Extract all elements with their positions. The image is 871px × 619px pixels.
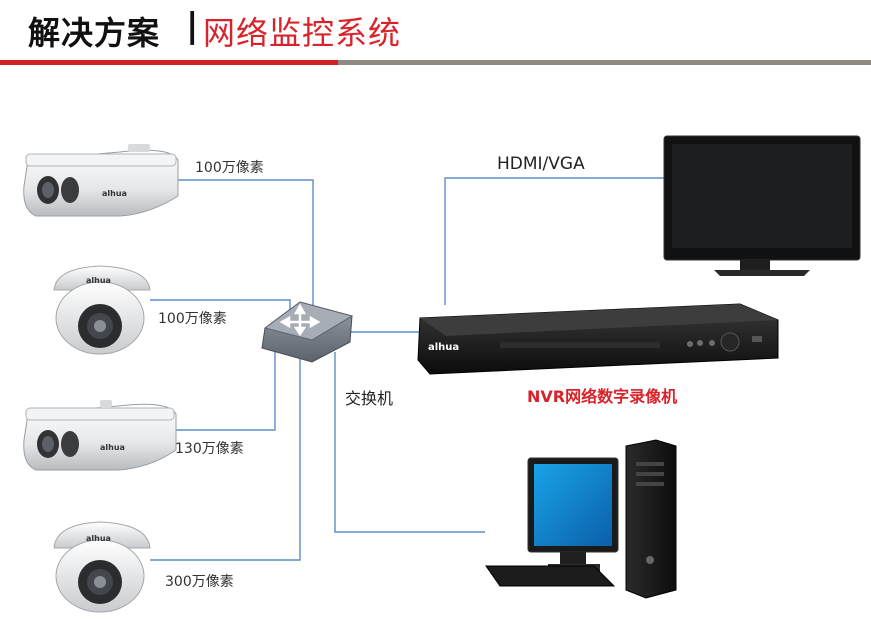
line-nvr-monitor: [444, 177, 668, 305]
svg-text:alhua: alhua: [86, 276, 111, 285]
camera-2-label: 100万像素: [158, 311, 227, 327]
bullet-camera-1: alhua: [23, 144, 179, 217]
line-camera-4: [150, 355, 301, 561]
dome-camera-1: alhua: [53, 265, 151, 355]
svg-text:alhua: alhua: [428, 342, 459, 353]
network-switch-icon: [261, 301, 354, 363]
header-divider-bar: [338, 60, 871, 65]
camera-4-label: 300万像素: [165, 574, 234, 590]
hdmi-vga-label: HDMI/VGA: [497, 154, 585, 174]
svg-text:alhua: alhua: [100, 443, 125, 452]
nvr-label: NVR网络数字录像机: [527, 387, 678, 406]
camera-1-label: 100万像素: [195, 160, 264, 176]
desktop-computer-icon: [485, 439, 677, 599]
monitor-icon: [663, 135, 861, 276]
line-switch-pc: [334, 352, 485, 533]
page-title: 解决方案: [28, 14, 161, 52]
svg-text:alhua: alhua: [86, 534, 111, 543]
bullet-camera-2: alhua: [23, 400, 177, 471]
header: 解决方案 | 网络监控系统: [0, 0, 871, 65]
switch-label: 交换机: [345, 389, 394, 408]
svg-text:alhua: alhua: [102, 189, 127, 198]
header-accent-bar: [0, 60, 338, 65]
line-camera-1: [168, 179, 314, 312]
nvr-device-icon: alhua: [417, 303, 779, 375]
line-camera-3: [160, 350, 276, 431]
camera-3-label: 130万像素: [175, 441, 244, 457]
dome-camera-2: alhua: [53, 521, 151, 613]
title-separator: |: [186, 6, 199, 46]
page-subtitle: 网络监控系统: [203, 14, 402, 52]
